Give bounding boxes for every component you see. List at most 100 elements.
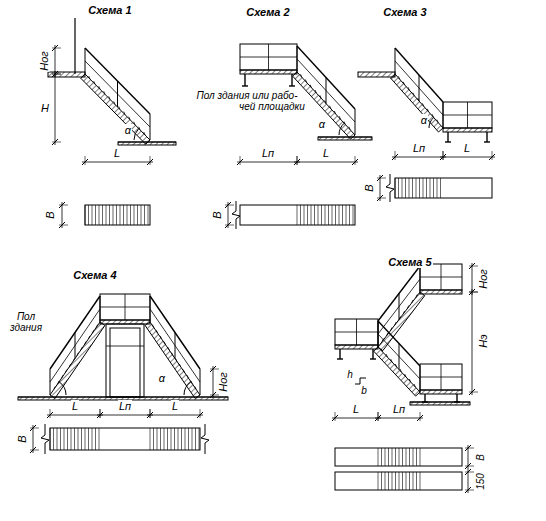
dimension-line [332,418,381,419]
plan-step [300,205,301,225]
dimension-tick [417,415,423,421]
plan-step [416,472,417,490]
extension-line [210,395,219,396]
plan-step [92,205,93,225]
plan-step [378,448,379,466]
dimension-tick [489,154,495,160]
dimension-label: L [463,142,471,154]
railing-post [125,294,126,320]
floor-note: Пол здания или рабо- [196,90,299,101]
extension-line [377,178,386,179]
dimension-line [82,162,153,163]
dimension-line [237,162,300,163]
plan-step [127,205,128,225]
extension-line [30,450,39,451]
extension-line [52,142,61,143]
plan-step [399,448,400,466]
plan-step [430,178,431,198]
stair-step [81,347,82,350]
extension-line [469,266,478,267]
extension-line [240,156,241,165]
dimension-tick [147,159,153,165]
plan-step [148,205,149,225]
plan-step [346,205,347,225]
plan-step [81,428,82,450]
plan-outline [240,205,355,225]
plan-step [314,205,315,225]
stair-step [432,114,433,117]
dimension-line [47,415,103,416]
plan-step [395,472,396,490]
stair-step [94,81,95,84]
plan-step [413,472,414,490]
scheme-title: Схема 5 [387,256,432,268]
stair-step [129,117,130,120]
handrail-post [150,114,151,140]
stair-step [65,370,66,373]
support-brace [106,346,144,347]
extension-line [469,292,478,293]
railing-post [356,319,357,345]
plan-step [71,428,72,450]
stair-step [187,375,188,378]
dimension-label: b [360,385,368,396]
stair-step [62,375,63,378]
dimension-line [147,415,203,416]
extension-line [100,409,101,418]
handrail [150,296,200,369]
break-line [201,424,209,454]
extension-line [465,448,474,449]
handrail-post [200,369,201,395]
plan-step [123,205,124,225]
extension-line [469,392,478,393]
dimension-tick [52,45,58,51]
plan-step [85,205,86,225]
extension-line [210,369,219,370]
plan-step [385,448,386,466]
plan-step [420,472,421,490]
plan-step [192,428,193,450]
dimension-label: Lп [392,403,406,415]
stair-step [381,349,382,352]
wall-line [74,18,75,74]
angle-label: α [318,118,326,130]
plan-step [164,428,165,450]
dimension-label: B [44,210,56,219]
platform-railing [100,294,150,320]
plan-step [99,428,100,450]
dimension-tick [377,175,383,181]
stair-stringer [145,322,200,398]
dimension-label: Hог [38,50,50,72]
support-post [372,349,373,359]
stair-step [160,336,161,339]
extension-line [225,205,234,206]
dimension-line [375,418,423,419]
handrail-post [378,321,379,347]
plan-step [416,178,417,198]
plan-step [385,472,386,490]
stair-step [339,116,340,119]
stair-step [403,311,404,314]
break-line [386,174,394,202]
plan-step [311,205,312,225]
dimension-label: L [322,147,330,159]
plan-step [388,448,389,466]
plan-step [353,205,354,225]
handrail-post [117,81,118,107]
plan-step [402,472,403,490]
plan-step [423,178,424,198]
dimension-tick [210,366,216,372]
stair-step [89,76,90,79]
plan-step [416,448,417,466]
platform-deck [100,320,150,324]
extension-line [225,225,234,226]
stair-step [386,354,387,357]
dimension-label: Lп [412,142,426,154]
dimension-tick [377,195,383,201]
dimension-label: L [352,403,360,415]
stair-step [119,107,120,110]
plan-step [53,428,54,450]
handrail-mid [395,61,443,115]
extension-line [377,198,386,199]
